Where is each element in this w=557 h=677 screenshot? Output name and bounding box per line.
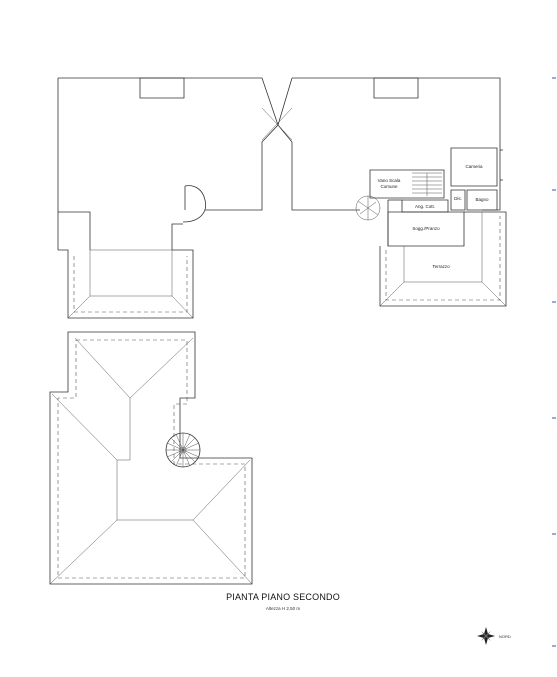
spiral-stair [166, 433, 200, 467]
lower-roof-plan [50, 332, 252, 584]
label-cameria: Cameria [465, 164, 483, 169]
upper-left-balcony [58, 250, 193, 318]
north-label: NORD [499, 634, 511, 639]
apartment-rooms [356, 148, 497, 246]
label-bagno: Bagno [475, 197, 489, 202]
label-dis: Dis. [454, 196, 462, 201]
north-arrow-icon [477, 627, 495, 645]
label-ang-cott: Ang. Cott. [415, 204, 435, 209]
stair-treads [412, 173, 442, 196]
drawing-title: PIANTA PIANO SECONDO [226, 592, 340, 602]
drawing-subtitle: Altezza H 2,50 m [266, 606, 301, 611]
label-sogg-pranzo: Sogg./Pranzo [412, 226, 440, 231]
upper-left-block [58, 78, 278, 250]
margin-marks [552, 78, 556, 646]
terrace-upper-right [380, 212, 506, 306]
label-vano-scala: Vano Scala [378, 178, 401, 183]
label-terrazzo: Terrazzo [432, 264, 450, 269]
label-comune: Comune [380, 184, 398, 189]
